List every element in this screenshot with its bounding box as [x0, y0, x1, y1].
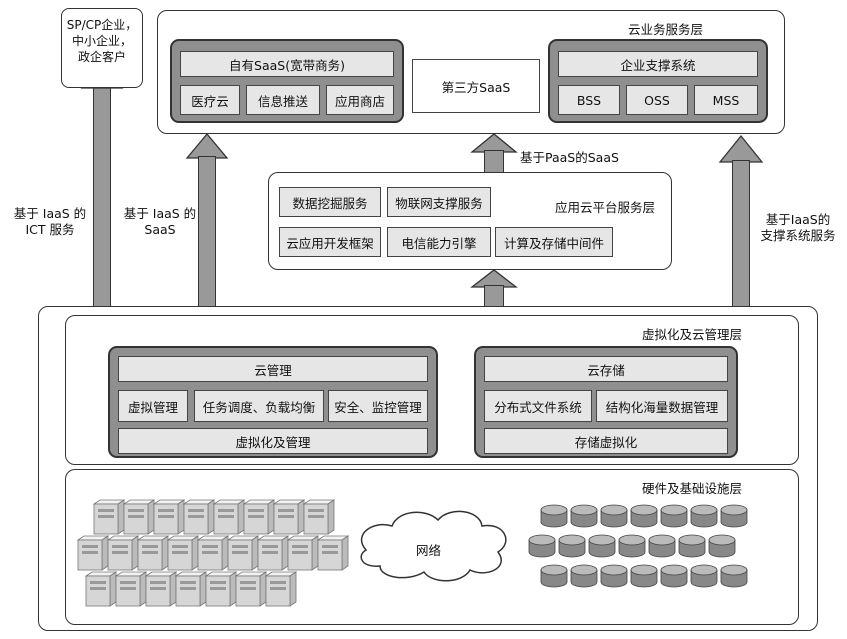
- disk-icon: [618, 534, 646, 558]
- server-icon: [144, 571, 178, 607]
- server-icon: [182, 499, 216, 535]
- server-icon: [256, 535, 290, 571]
- server-icon: [76, 535, 110, 571]
- cloud-mgmt-item-scheduling: 任务调度、负载均衡: [194, 390, 324, 422]
- label-iaas-support: 基于IaaS的 支撑系统服务: [760, 212, 836, 243]
- own-saas-header: 自有SaaS(宽带商务): [180, 51, 394, 77]
- disk-icon: [600, 504, 628, 528]
- enterprise-support-group: 企业支撑系统 BSS OSS MSS: [548, 39, 768, 123]
- server-icon: [122, 499, 156, 535]
- label-iaas-ict: 基于 IaaS 的 ICT 服务: [13, 206, 87, 237]
- cloud-storage-footer: 存储虚拟化: [484, 428, 728, 454]
- label-iaas-saas: 基于 IaaS 的 SaaS: [123, 206, 197, 237]
- server-icon: [204, 571, 238, 607]
- arrow-platform-shaft: [484, 285, 504, 307]
- arrow-support-head: [718, 134, 764, 163]
- customers-box: SP/CP企业， 中小企业， 政企客户: [61, 8, 143, 88]
- server-icon: [316, 535, 350, 571]
- own-saas-item-push: 信息推送: [246, 85, 320, 115]
- virtualization-title: 虚拟化及云管理层: [642, 327, 743, 342]
- cloud-mgmt-item-security: 安全、监控管理: [328, 390, 428, 422]
- disk-icon: [708, 534, 736, 558]
- disk-icon: [660, 564, 688, 588]
- arrow-saas-head: [185, 132, 229, 159]
- disk-icon: [720, 504, 748, 528]
- enterprise-item-oss: OSS: [626, 85, 688, 115]
- disk-icon: [540, 564, 568, 588]
- disk-icon: [570, 504, 598, 528]
- cloud-business-layer: 云业务服务层 自有SaaS(宽带商务) 医疗云 信息推送 应用商店 第三方Saa…: [157, 10, 785, 134]
- hardware-title: 硬件及基础设施层: [642, 481, 743, 496]
- cloud-storage-item-structured: 结构化海量数据管理: [596, 390, 728, 422]
- disk-icon: [528, 534, 556, 558]
- arrow-support-shaft: [732, 160, 750, 308]
- disk-icon: [660, 504, 688, 528]
- own-saas-item-appstore: 应用商店: [326, 85, 394, 115]
- disk-icon: [630, 504, 658, 528]
- cloud-mgmt-group: 云管理 虚拟管理 任务调度、负载均衡 安全、监控管理 虚拟化及管理: [108, 346, 438, 458]
- server-icon: [84, 571, 118, 607]
- server-icon: [174, 571, 208, 607]
- server-icon: [196, 535, 230, 571]
- server-icon: [272, 499, 306, 535]
- server-icon: [152, 499, 186, 535]
- own-saas-item-medical: 医疗云: [180, 85, 240, 115]
- cloud-storage-header: 云存储: [484, 356, 728, 382]
- server-icon: [114, 571, 148, 607]
- cloud-storage-group: 云存储 分布式文件系统 结构化海量数据管理 存储虚拟化: [474, 346, 738, 458]
- server-icon: [286, 535, 320, 571]
- arrow-saas-shaft: [198, 156, 216, 308]
- server-icon: [166, 535, 200, 571]
- disk-icon: [558, 534, 586, 558]
- hardware-layer: 硬件及基础设施层 网络: [65, 469, 799, 625]
- server-icon: [264, 571, 298, 607]
- enterprise-support-header: 企业支撑系统: [558, 51, 758, 77]
- disk-icon: [588, 534, 616, 558]
- server-icon: [234, 571, 268, 607]
- platform-item-dev-framework: 云应用开发框架: [279, 227, 381, 257]
- arrow-paas-shaft: [484, 150, 504, 174]
- server-icon: [106, 535, 140, 571]
- server-icon: [242, 499, 276, 535]
- platform-item-data-mining: 数据挖掘服务: [279, 187, 381, 217]
- server-icon: [212, 499, 246, 535]
- customers-label: SP/CP企业， 中小企业， 政企客户: [66, 18, 138, 64]
- enterprise-item-mss: MSS: [694, 85, 758, 115]
- network-cloud-icon: [360, 510, 507, 582]
- own-saas-group: 自有SaaS(宽带商务) 医疗云 信息推送 应用商店: [170, 39, 404, 123]
- disk-icon: [630, 564, 658, 588]
- disk-icon: [720, 564, 748, 588]
- infrastructure-container: 虚拟化及云管理层 云管理 虚拟管理 任务调度、负载均衡 安全、监控管理 虚拟化及…: [38, 306, 818, 631]
- platform-item-middleware: 计算及存储中间件: [495, 227, 613, 257]
- server-icon: [136, 535, 170, 571]
- disk-icon: [690, 504, 718, 528]
- paas-arrow-label: 基于PaaS的SaaS: [520, 150, 619, 165]
- network-label: 网络: [416, 543, 442, 558]
- disk-icon: [600, 564, 628, 588]
- app-platform-layer: 数据挖掘服务 物联网支撑服务 云应用开发框架 电信能力引擎 计算及存储中间件 应…: [268, 172, 672, 270]
- disk-icon: [570, 564, 598, 588]
- cloud-business-title: 云业务服务层: [628, 22, 704, 37]
- disk-icon: [648, 534, 676, 558]
- cloud-mgmt-item-virtual: 虚拟管理: [118, 390, 188, 422]
- virtualization-layer: 虚拟化及云管理层 云管理 虚拟管理 任务调度、负载均衡 安全、监控管理 虚拟化及…: [65, 315, 799, 465]
- cloud-mgmt-header: 云管理: [118, 356, 428, 382]
- hardware-graphics: [76, 499, 748, 607]
- platform-item-iot: 物联网支撑服务: [387, 187, 491, 217]
- disk-icon: [540, 504, 568, 528]
- platform-item-telecom-engine: 电信能力引擎: [387, 227, 491, 257]
- server-icon: [92, 499, 126, 535]
- enterprise-item-bss: BSS: [558, 85, 620, 115]
- disk-icon: [678, 534, 706, 558]
- third-party-saas: 第三方SaaS: [412, 59, 540, 113]
- app-platform-title: 应用云平台服务层: [555, 200, 656, 215]
- server-icon: [302, 499, 336, 535]
- server-icon: [226, 535, 260, 571]
- disk-icon: [690, 564, 718, 588]
- cloud-storage-item-dfs: 分布式文件系统: [484, 390, 592, 422]
- cloud-mgmt-footer: 虚拟化及管理: [118, 428, 428, 454]
